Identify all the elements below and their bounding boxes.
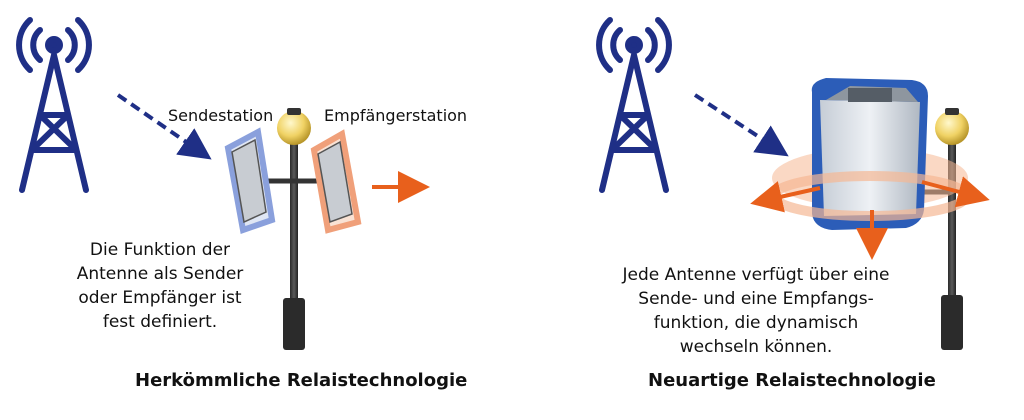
antenna-panel-send [224, 127, 276, 234]
right-description: Jede Antenne verfügt über eine Sende- un… [622, 265, 890, 357]
street-lamp-icon [918, 108, 969, 350]
send-station-label: Sendestation [168, 106, 274, 125]
incoming-signal-arrow [116, 93, 212, 160]
street-lamp-icon [258, 108, 332, 350]
signal-arrow-left [750, 181, 821, 213]
relay-box-icon [769, 78, 971, 230]
right-title: Neuartige Relaistechnologie [648, 370, 936, 391]
signal-arrow-right [921, 176, 990, 208]
receive-station-label: Empfängerstation [324, 106, 468, 125]
incoming-signal-arrow [693, 93, 789, 157]
radio-tower-icon [596, 17, 672, 193]
left-title: Herkömmliche Relaistechnologie [135, 370, 468, 391]
radio-tower-icon [16, 17, 92, 193]
antenna-panel-receive [310, 129, 362, 234]
left-description: Die Funktion der Antenne als Sender oder… [76, 240, 244, 332]
